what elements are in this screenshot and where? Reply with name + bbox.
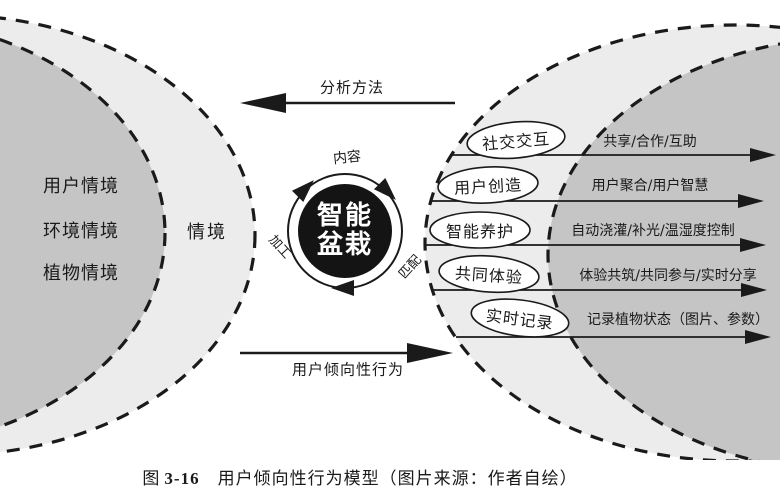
tendency-arrowhead-icon xyxy=(407,343,453,363)
behavior-detail-realtime-record: 记录植物状态（图片、参数） xyxy=(587,312,769,328)
row-arrowhead-icon-3 xyxy=(740,238,766,252)
tag-ellipse-smart-care xyxy=(429,211,531,249)
row-arrowhead-icon-5 xyxy=(745,330,771,344)
tag-ellipse-realtime-record xyxy=(470,298,570,338)
behavior-tag-shared-experience: 共同体验 xyxy=(454,263,524,288)
right-inner-behavior-ellipse xyxy=(546,42,780,460)
context-item-environment: 环境情境 xyxy=(43,221,119,242)
context-item-user: 用户情境 xyxy=(43,176,119,197)
cycle-label-content: 内容 xyxy=(332,148,362,168)
tendency-arrow-label: 用户倾向性行为 xyxy=(291,360,405,379)
analysis-arrowhead-icon xyxy=(240,93,286,113)
figure-caption-title: 用户倾向性行为模型（图片来源：作者自绘） xyxy=(217,469,578,488)
tag-ellipse-user-creation xyxy=(437,166,539,204)
row-arrowhead-icon-1 xyxy=(750,148,776,162)
diagram-canvas xyxy=(0,16,780,460)
behavior-tag-user-creation: 用户创造 xyxy=(453,175,523,198)
core-title-line2: 盆栽 xyxy=(316,230,373,260)
behavior-detail-smart-care: 自动浇灌/补光/温湿度控制 xyxy=(571,223,735,239)
context-item-plant: 植物情境 xyxy=(43,263,119,284)
behavior-tag-smart-care: 智能养护 xyxy=(445,222,515,241)
cycle-arrowhead-icon-topleft xyxy=(291,180,314,203)
behavior-detail-user-creation: 用户聚合/用户智慧 xyxy=(591,178,709,194)
left-inner-context-ellipse xyxy=(0,37,167,429)
tag-ellipse-social-interaction xyxy=(466,120,566,160)
figure-caption-prefix: 图 xyxy=(142,469,161,488)
core-title-line1: 智能 xyxy=(316,200,373,231)
cycle-arrowhead-icon-topright xyxy=(373,177,396,200)
analysis-arrow-label: 分析方法 xyxy=(319,78,385,97)
row-arrowhead-icon-4 xyxy=(741,283,767,297)
figure-caption-number: 3-16 xyxy=(164,469,200,488)
smart-pot-core: 智能 盆栽 xyxy=(298,184,392,278)
row-arrowhead-icon-2 xyxy=(738,194,764,208)
behavior-detail-shared-experience: 体验共筑/共同参与/实时分享 xyxy=(579,268,757,284)
cycle-arrowhead-icon-bottom xyxy=(331,280,354,296)
tag-ellipse-shared-experience xyxy=(438,254,540,294)
context-ring-label: 情境 xyxy=(187,222,227,243)
behavior-detail-social-interaction: 共享/合作/互助 xyxy=(603,134,697,150)
